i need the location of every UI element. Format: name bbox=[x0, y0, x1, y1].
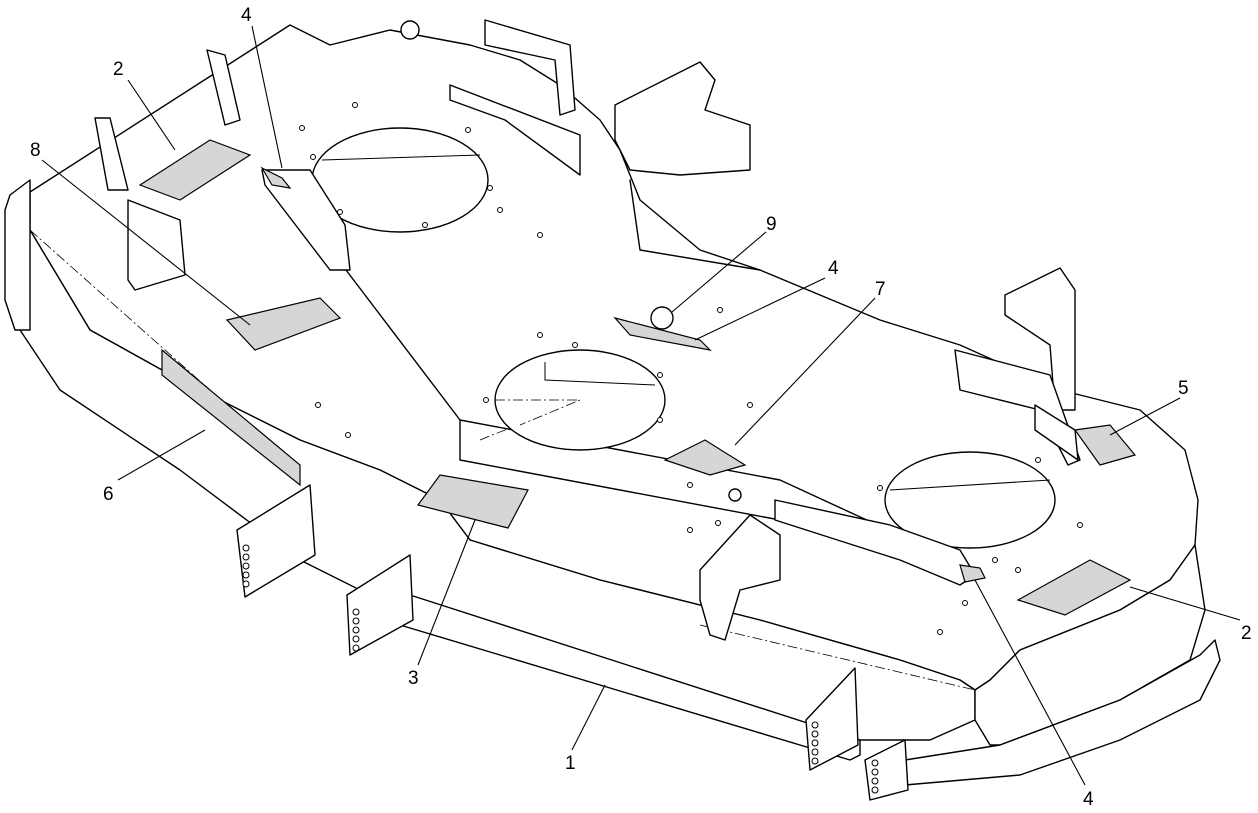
decals bbox=[138, 139, 1137, 616]
callout-9: 9 bbox=[766, 214, 777, 235]
decal-6 bbox=[161, 348, 301, 487]
leader-lines bbox=[41, 25, 1241, 786]
decal-4-top bbox=[260, 166, 292, 189]
decal-4-bottom bbox=[959, 564, 986, 583]
callout-labels: 4 2 8 9 4 7 5 6 3 2 1 4 bbox=[30, 5, 1252, 810]
callout-3: 3 bbox=[408, 668, 419, 689]
callout-5: 5 bbox=[1178, 378, 1189, 399]
callout-4-top: 4 bbox=[241, 5, 252, 26]
bolt-holes bbox=[299, 20, 1083, 635]
decal-8 bbox=[225, 297, 342, 351]
blade-openings bbox=[311, 127, 1056, 549]
callout-2-right: 2 bbox=[1241, 623, 1252, 644]
callout-4-mid: 4 bbox=[828, 258, 839, 279]
decal-9 bbox=[650, 306, 674, 330]
mounting-brackets bbox=[94, 19, 1081, 801]
decal-5 bbox=[1073, 424, 1137, 466]
decal-2-right bbox=[1016, 559, 1132, 616]
callout-7: 7 bbox=[875, 279, 886, 300]
decal-7 bbox=[663, 439, 747, 476]
callout-1: 1 bbox=[565, 753, 576, 774]
decal-2-left bbox=[138, 139, 252, 201]
callout-6: 6 bbox=[103, 484, 114, 505]
callout-8: 8 bbox=[30, 140, 41, 161]
right-spindle-opening bbox=[884, 451, 1056, 549]
callout-2-left: 2 bbox=[113, 59, 124, 80]
callout-4-bottom: 4 bbox=[1083, 789, 1094, 810]
decal-3 bbox=[416, 474, 529, 529]
decal-4-mid bbox=[613, 316, 712, 351]
